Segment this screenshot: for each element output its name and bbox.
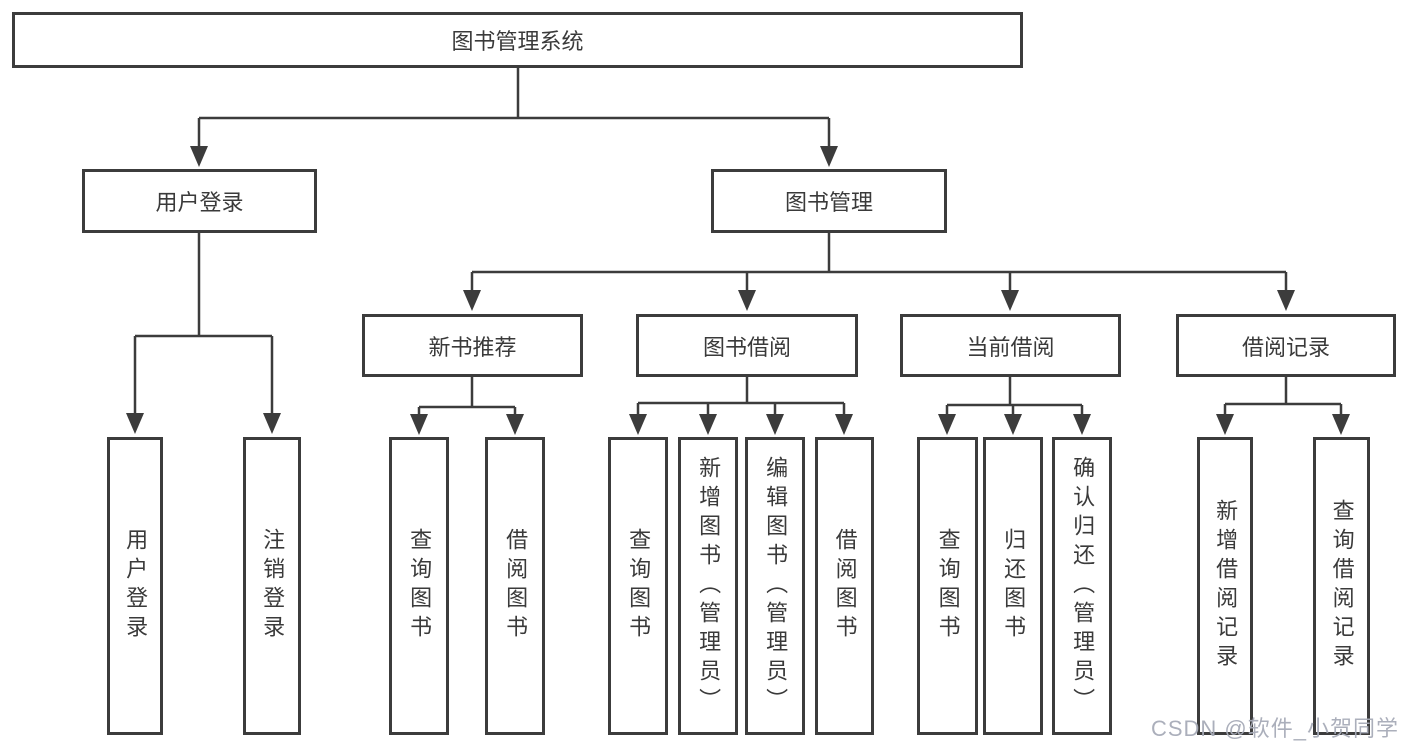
- node-current-borrow: 当前借阅: [900, 314, 1121, 377]
- connector-book-borrow-to-leaves: [636, 377, 846, 416]
- arrowhead-icon: [699, 414, 717, 435]
- leaf-current-query-book: 查询图书: [917, 437, 978, 735]
- node-user-login: 用户登录: [82, 169, 317, 233]
- leaf-current-query-book-label: 查询图书: [935, 528, 961, 644]
- arrowhead-icon: [1277, 290, 1295, 311]
- arrowhead-icon: [738, 290, 756, 311]
- leaf-recommend-query-book: 查询图书: [389, 437, 449, 735]
- arrowhead-icon: [506, 414, 524, 435]
- arrowhead-icon: [1004, 414, 1022, 435]
- connector-root-to-level2: [197, 68, 831, 148]
- leaf-borrow-borrow-book-label: 借阅图书: [832, 528, 858, 644]
- leaf-recommend-borrow-book: 借阅图书: [485, 437, 545, 735]
- leaf-current-return-book: 归还图书: [983, 437, 1043, 735]
- node-book-management-label: 图书管理: [784, 190, 873, 215]
- node-book-borrow-label: 图书借阅: [702, 334, 791, 360]
- node-book-borrow: 图书借阅: [636, 314, 858, 377]
- leaf-borrow-edit-book-label: 编辑图书（管理员）: [763, 455, 789, 717]
- arrowhead-icon: [1332, 414, 1350, 435]
- leaf-records-add-record: 新增借阅记录: [1197, 437, 1253, 735]
- leaf-records-query-record-label: 查询借阅记录: [1329, 499, 1355, 673]
- arrowhead-icon: [766, 414, 784, 435]
- arrowhead-icon: [410, 414, 428, 435]
- connector-book-management-to-level3: [470, 233, 1288, 292]
- leaf-recommend-borrow-book-label: 借阅图书: [503, 528, 529, 644]
- arrowhead-icon: [1001, 290, 1019, 311]
- arrowheads: [126, 146, 1350, 435]
- leaf-recommend-query-book-label: 查询图书: [407, 528, 433, 644]
- leaf-borrow-query-book-label: 查询图书: [626, 528, 652, 644]
- node-book-management: 图书管理: [711, 169, 947, 233]
- leaf-current-confirm-return-label: 确认归还（管理员）: [1070, 455, 1096, 717]
- node-root-label: 图书管理系统: [451, 29, 584, 54]
- leaf-login-logout: 注销登录: [243, 437, 301, 735]
- leaf-borrow-add-book-label: 新增图书（管理员）: [696, 455, 722, 717]
- node-borrow-records-label: 借阅记录: [1241, 334, 1330, 360]
- connector-user-login-to-leaves: [133, 233, 274, 415]
- connector-current-borrow-to-leaves: [945, 377, 1084, 416]
- arrowhead-icon: [938, 414, 956, 435]
- connector-borrow-records-to-leaves: [1223, 377, 1343, 416]
- arrowhead-icon: [190, 146, 208, 167]
- node-root: 图书管理系统: [12, 12, 1023, 68]
- node-current-borrow-label: 当前借阅: [966, 334, 1055, 360]
- node-borrow-records: 借阅记录: [1176, 314, 1396, 377]
- arrowhead-icon: [1216, 414, 1234, 435]
- leaf-borrow-query-book: 查询图书: [608, 437, 668, 735]
- arrowhead-icon: [463, 290, 481, 311]
- leaf-current-confirm-return: 确认归还（管理员）: [1052, 437, 1112, 735]
- arrowhead-icon: [629, 414, 647, 435]
- arrowhead-icon: [835, 414, 853, 435]
- arrowhead-icon: [1073, 414, 1091, 435]
- leaf-records-add-record-label: 新增借阅记录: [1213, 499, 1239, 673]
- arrowhead-icon: [820, 146, 838, 167]
- leaf-borrow-edit-book: 编辑图书（管理员）: [745, 437, 805, 735]
- leaf-login-logout-label: 注销登录: [260, 528, 286, 644]
- leaf-borrow-add-book: 新增图书（管理员）: [678, 437, 738, 735]
- node-new-book-recommend: 新书推荐: [362, 314, 583, 377]
- leaf-login-user-login: 用户登录: [107, 437, 163, 735]
- leaf-login-user-login-label: 用户登录: [123, 528, 149, 644]
- leaf-borrow-borrow-book: 借阅图书: [815, 437, 874, 735]
- node-user-login-label: 用户登录: [155, 190, 244, 215]
- connector-new-book-recommend-to-leaves: [417, 377, 517, 416]
- leaf-current-return-book-label: 归还图书: [1001, 528, 1027, 644]
- node-new-book-recommend-label: 新书推荐: [428, 334, 517, 360]
- arrowhead-icon: [263, 413, 281, 434]
- leaf-records-query-record: 查询借阅记录: [1313, 437, 1370, 735]
- arrowhead-icon: [126, 413, 144, 434]
